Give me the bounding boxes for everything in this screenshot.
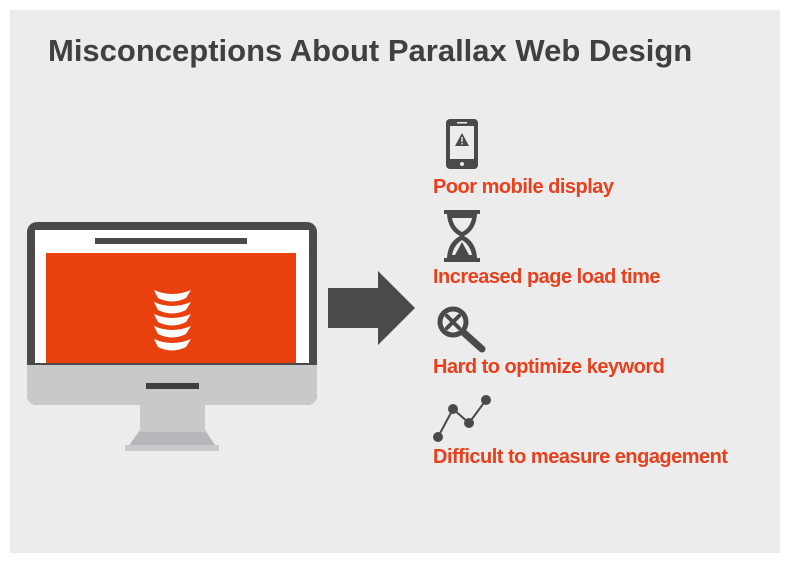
item-label-engagement: Difficult to measure engagement [433, 446, 728, 468]
item-label-mobile: Poor mobile display [433, 176, 614, 198]
line-chart-icon [433, 395, 491, 442]
hourglass-icon [444, 210, 480, 262]
item-label-load-time: Increased page load time [433, 266, 660, 288]
scroll-down-chevrons-icon [154, 290, 191, 351]
mobile-warning-icon [446, 119, 478, 169]
search-x-icon [437, 306, 486, 353]
page-title: Misconceptions About Parallax Web Design [48, 33, 693, 68]
monitor-icon [27, 222, 317, 451]
item-label-keyword: Hard to optimize keyword [433, 356, 665, 378]
arrow-right-icon [328, 271, 415, 345]
